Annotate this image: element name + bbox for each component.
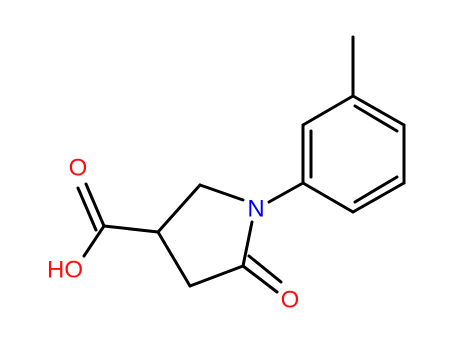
bond-ch-ch2 xyxy=(156,230,192,288)
hydroxyl-label: HO xyxy=(47,257,83,284)
bond-ring-4 xyxy=(301,181,355,214)
nitrogen-label: N xyxy=(247,196,264,223)
bond-ring-6 xyxy=(301,94,355,127)
bond-lactam-co-1 xyxy=(241,264,279,294)
bond-ch-cooh xyxy=(102,224,160,234)
pyrrolidinone-ring xyxy=(156,183,254,288)
carboxylic-acid xyxy=(76,182,160,258)
bond-co-n xyxy=(241,220,254,268)
bond-acid-oh xyxy=(82,224,106,258)
bond-ch2-co xyxy=(188,264,245,288)
bond-lactam-co-2 xyxy=(247,254,283,284)
bond-acid-double-2 xyxy=(76,186,98,232)
lactam-oxygen-label: O xyxy=(281,287,300,314)
bond-ring-1-inner xyxy=(353,104,399,133)
bond-acid-double-1 xyxy=(84,182,106,228)
bond-n-aryl xyxy=(267,181,305,204)
bond-ring-1 xyxy=(351,94,406,127)
bond-ch2-ch xyxy=(156,183,202,234)
bond-ring-3 xyxy=(351,181,406,214)
acid-oxygen-label: O xyxy=(69,155,88,182)
bond-n-ch2 xyxy=(198,183,245,202)
bond-ring-3-inner xyxy=(353,175,399,204)
benzene-ring xyxy=(301,94,406,214)
